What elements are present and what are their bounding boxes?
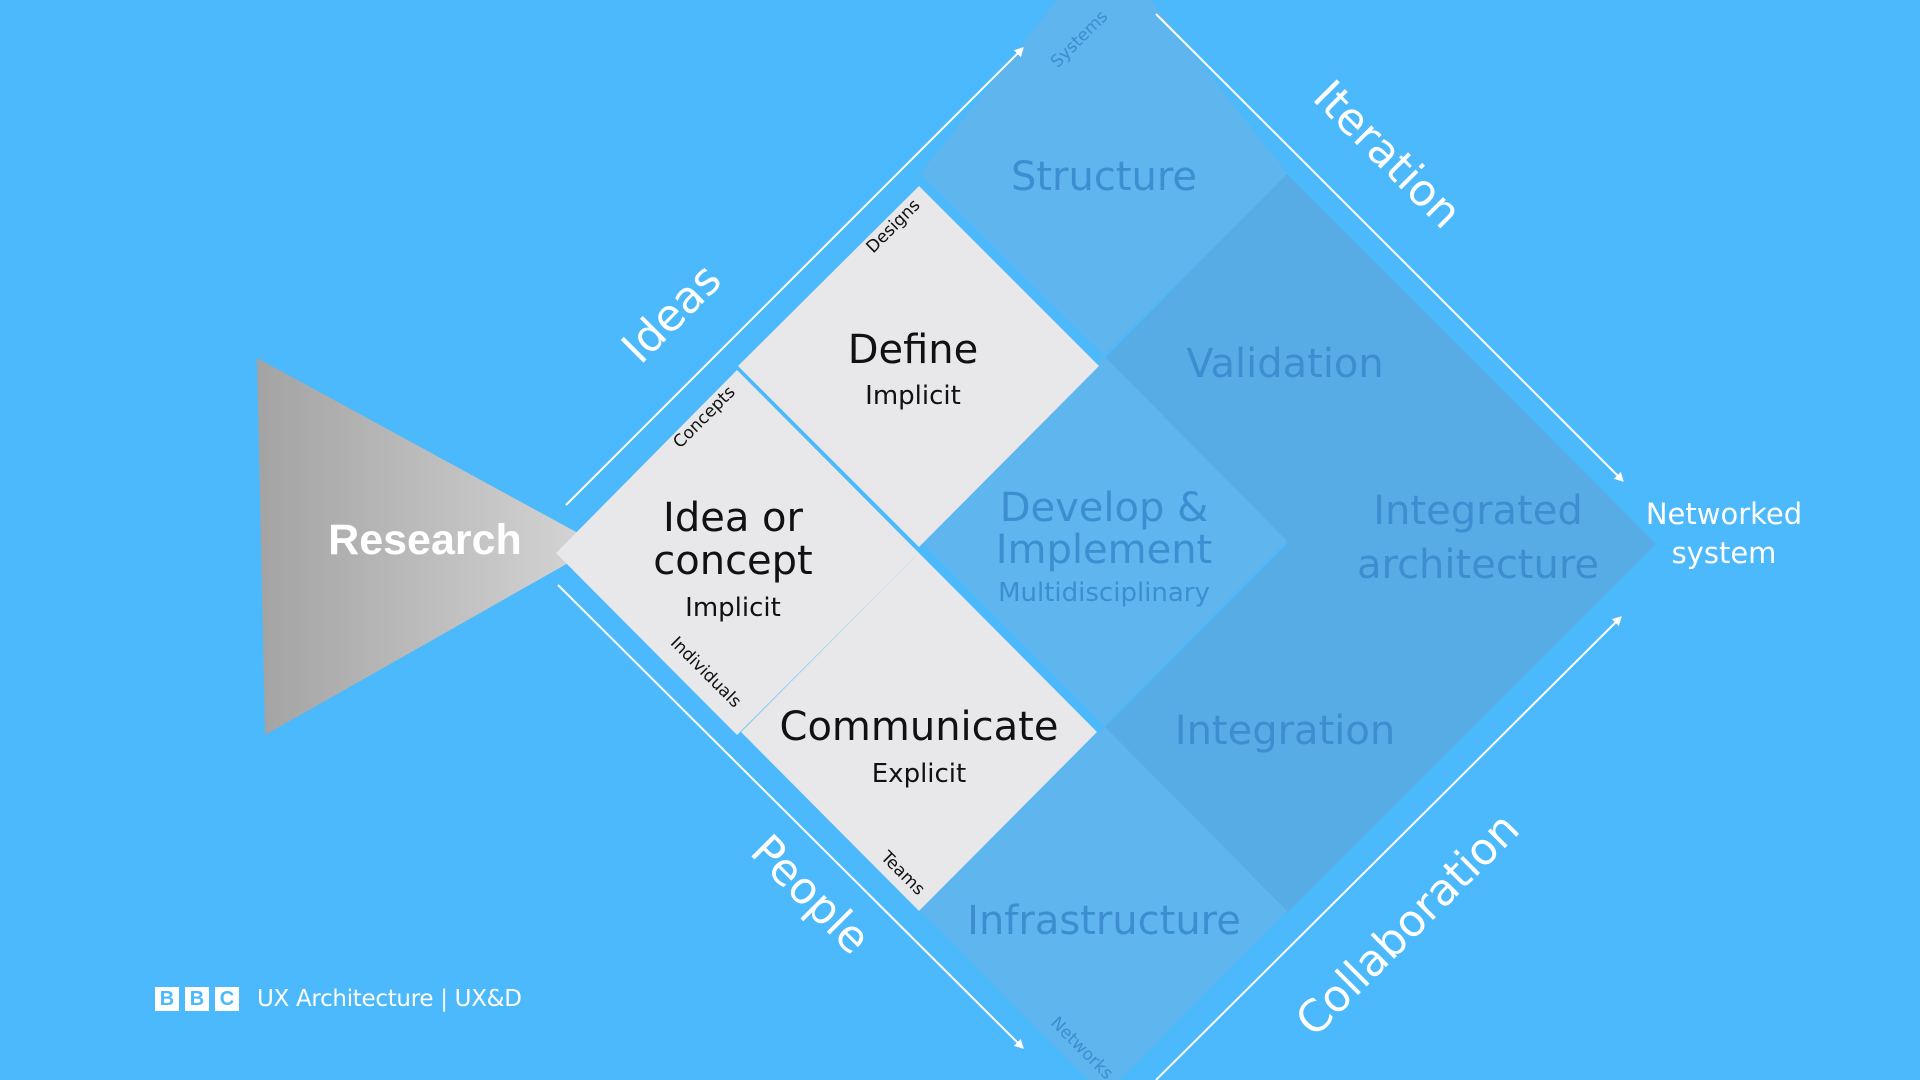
- tile-integrated: [1287, 359, 1656, 728]
- research-triangle: [257, 358, 600, 735]
- structure-title: Structure: [1011, 154, 1197, 200]
- tile-infrastructure: [920, 726, 1287, 1080]
- bbc-logo-letter: B: [155, 987, 179, 1011]
- people-arrow: [557, 584, 1024, 1049]
- footer: B B C UX Architecture | UX&D: [155, 986, 522, 1012]
- communicate-title: Communicate: [780, 704, 1059, 750]
- collaboration-arrow: [1155, 616, 1622, 1080]
- integrated-title-line-2: architecture: [1357, 542, 1599, 588]
- end-label-line-1: Networked: [1646, 497, 1802, 531]
- idea-title-line-2: concept: [653, 538, 813, 584]
- iteration-arrow: [1155, 13, 1624, 482]
- infrastructure-title: Infrastructure: [967, 898, 1241, 944]
- edge-label-ideas: Ideas: [612, 254, 731, 373]
- integration-title: Integration: [1175, 708, 1395, 754]
- bbc-logo-letter: C: [215, 987, 239, 1011]
- end-label-line-2: system: [1672, 536, 1777, 570]
- idea-subtitle: Implicit: [685, 593, 781, 623]
- research-label: Research: [328, 516, 522, 564]
- develop-subtitle: Multidisciplinary: [998, 578, 1210, 608]
- define-subtitle: Implicit: [865, 381, 961, 411]
- tile-communicate: [741, 553, 1097, 911]
- integrated-title-line-1: Integrated: [1373, 488, 1582, 534]
- develop-title-line-2: Implement: [996, 527, 1212, 573]
- ideas-arrow: [565, 47, 1024, 506]
- tile-idea: [556, 370, 919, 735]
- edge-label-iteration: Iteration: [1303, 71, 1471, 239]
- validation-title: Validation: [1186, 341, 1384, 387]
- idea-title-line-1: Idea or: [663, 495, 803, 541]
- define-title: Define: [848, 327, 979, 373]
- tile-structure: [920, 0, 1288, 356]
- bbc-logo-letter: B: [185, 987, 209, 1011]
- tile-define: [738, 186, 1099, 547]
- communicate-subtitle: Explicit: [872, 759, 966, 789]
- tile-develop: [920, 356, 1287, 726]
- develop-title-line-1: Develop &: [1000, 485, 1209, 531]
- footer-text: UX Architecture | UX&D: [257, 986, 522, 1012]
